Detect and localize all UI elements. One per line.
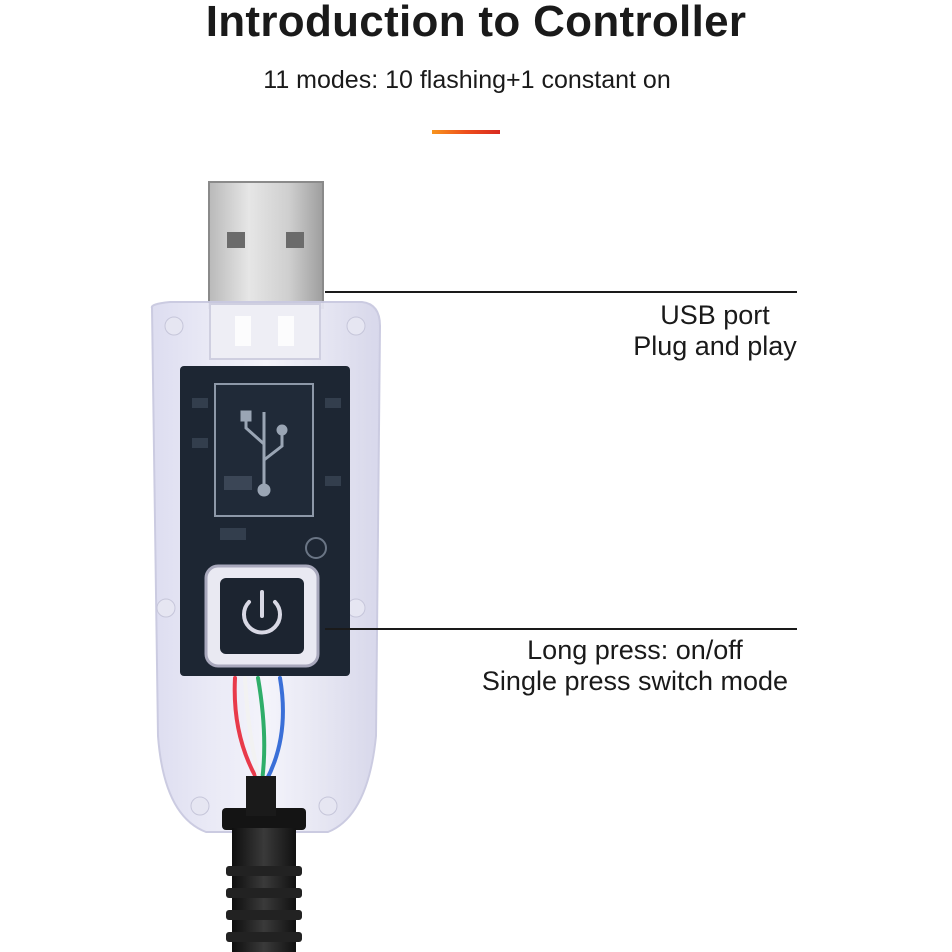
usb-controller-photo: [150, 181, 382, 952]
page-subtitle: 11 modes: 10 flashing+1 constant on: [263, 66, 671, 94]
power-button: [204, 564, 320, 668]
power-button-callout-line: [325, 628, 797, 630]
colored-wires: [232, 676, 285, 783]
power-button-long-press-label: Long press: on/off: [527, 635, 743, 665]
usb-port-label: USB port: [660, 300, 770, 330]
power-icon: [242, 590, 282, 635]
power-button-callout: Long press: on/off Single press switch m…: [450, 635, 820, 697]
page-title: Introduction to Controller: [205, 0, 747, 46]
usb-port-callout: USB port Plug and play: [600, 300, 830, 362]
usb-symbol-icon: [240, 410, 288, 497]
accent-divider: [432, 130, 500, 134]
power-button-single-press-label: Single press switch mode: [481, 666, 789, 696]
usb-port-callout-line: [325, 291, 797, 293]
black-cable: [222, 776, 306, 952]
usb-port-description: Plug and play: [633, 331, 797, 361]
usb-plug: [208, 181, 324, 309]
